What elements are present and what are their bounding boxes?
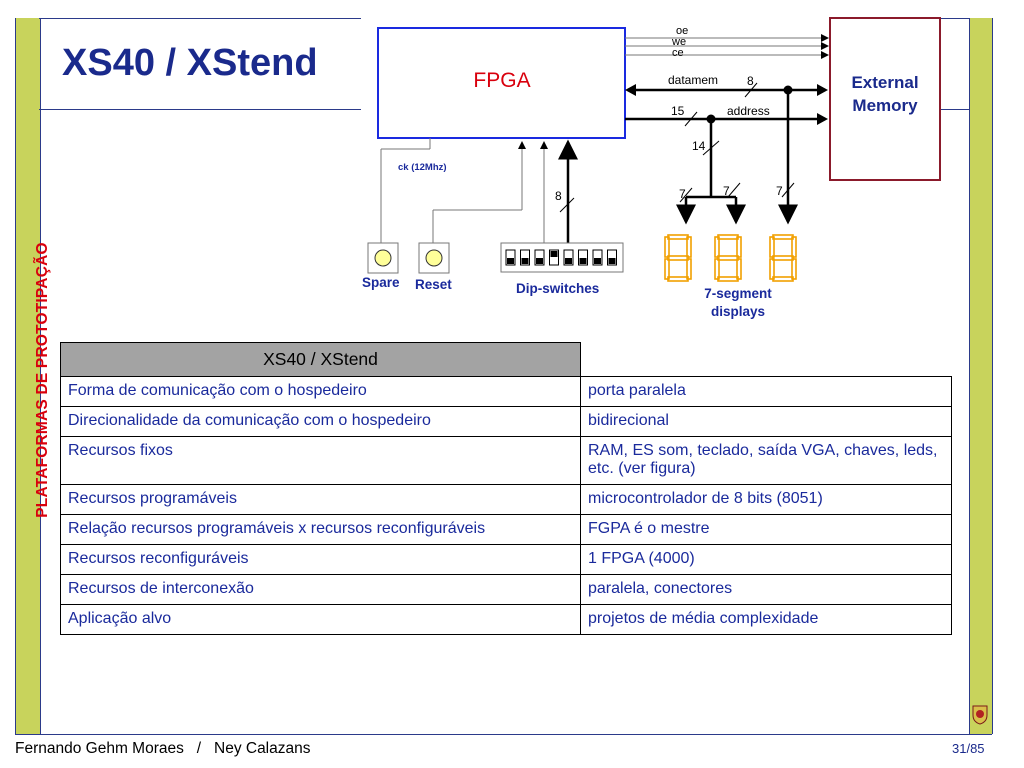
university-crest-icon <box>972 705 988 725</box>
ce-label: ce <box>672 47 684 59</box>
address-width: 15 <box>671 104 685 118</box>
dip-switches <box>500 242 624 273</box>
dip-switch-knob <box>579 258 587 264</box>
block-diagram: FPGA External Memory oe we ce datamem 8 … <box>362 17 941 319</box>
row-label: Recursos programáveis <box>60 484 581 515</box>
dip-switch-knob <box>594 258 601 264</box>
row-label: Aplicação alvo <box>60 604 581 635</box>
dip-switch-knob <box>550 251 558 257</box>
segment-label-line2: displays <box>711 304 765 319</box>
row-value: 1 FPGA (4000) <box>580 544 952 575</box>
title-rule-left <box>39 109 361 110</box>
row-label: Recursos fixos <box>60 436 581 485</box>
segment-label-line1: 7-segment <box>704 286 772 301</box>
datamem-width: 8 <box>747 74 754 88</box>
fpga-label: FPGA <box>473 69 530 92</box>
dip-switch-knob <box>608 258 616 264</box>
dip-switch-knob <box>565 258 572 264</box>
row-label: Recursos de interconexão <box>60 574 581 605</box>
seven-segment-digit <box>714 234 742 282</box>
memory-box <box>829 17 941 181</box>
page-number: 31/85 <box>952 741 985 756</box>
top-rule-right <box>940 18 969 19</box>
dip-switch-cell <box>607 249 617 266</box>
row-value: FGPA é o mestre <box>580 514 952 545</box>
seg1-width: 7 <box>679 187 686 201</box>
dip-switch-cell <box>578 249 588 266</box>
dip-switch-cell <box>549 249 559 266</box>
dip-switch-knob <box>536 258 543 264</box>
table-header-row: XS40 / XStend <box>60 342 952 377</box>
row-value: porta paralela <box>580 376 952 407</box>
row-label: Forma de comunicação com o hospedeiro <box>60 376 581 407</box>
row-value: microcontrolador de 8 bits (8051) <box>580 484 952 515</box>
seg3-width: 7 <box>776 184 783 198</box>
dip-switch-knob <box>521 258 529 264</box>
row-label: Relação recursos programáveis x recursos… <box>60 514 581 545</box>
seven-segment-digit <box>769 234 797 282</box>
dip-label: Dip-switches <box>516 281 599 296</box>
fpga-box <box>377 27 626 139</box>
dip-switch-cell <box>520 249 530 266</box>
side-section-label: PLATAFORMAS DE PROTOTIPAÇÃO <box>34 242 51 518</box>
dip-width: 8 <box>555 189 562 203</box>
we-label: we <box>671 36 686 48</box>
memory-label-line2: Memory <box>852 96 918 115</box>
specs-table: XS40 / XStend Forma de comunicação com o… <box>60 342 952 635</box>
row-label: Recursos reconfiguráveis <box>60 544 581 575</box>
row-value: paralela, conectores <box>580 574 952 605</box>
oe-label: oe <box>676 25 688 37</box>
row-label: Direcionalidade da comunicação com o hos… <box>60 406 581 437</box>
table-header: XS40 / XStend <box>60 342 581 377</box>
dip-switch-cell <box>534 249 545 266</box>
datamem-label: datamem <box>668 73 718 87</box>
row-value: RAM, ES som, teclado, saída VGA, chaves,… <box>580 436 952 485</box>
spare-label: Spare <box>362 275 400 290</box>
footer-authors: Fernando Gehm Moraes / Ney Calazans <box>15 740 311 757</box>
dip-switch-cell <box>563 249 574 266</box>
seven-segment-digit <box>664 234 692 282</box>
dip-switch-cell <box>592 249 603 266</box>
table-row: Relação recursos programáveis x recursos… <box>60 514 952 545</box>
left-side-band: PLATAFORMAS DE PROTOTIPAÇÃO <box>15 18 51 734</box>
right-side-band <box>969 18 993 734</box>
seven-segment-displays <box>664 234 797 282</box>
dip-switch-cell <box>505 249 516 266</box>
dip-switch-knob <box>507 258 514 264</box>
reset-label: Reset <box>415 277 452 292</box>
slide-title: XS40 / XStend <box>62 42 318 84</box>
row-value: bidirecional <box>580 406 952 437</box>
memory-label-line1: External <box>851 73 918 92</box>
seg2-width: 7 <box>723 184 730 198</box>
row-value: projetos de média complexidade <box>580 604 952 635</box>
table-header-blank <box>580 342 952 377</box>
clock-label: ck (12Mhz) <box>398 162 447 173</box>
title-rule-right <box>940 109 969 110</box>
address-branch-width: 14 <box>692 139 706 153</box>
top-rule-left <box>39 18 361 19</box>
table-row: Direcionalidade da comunicação com o hos… <box>60 406 952 437</box>
address-label: address <box>727 104 770 118</box>
bottom-rule <box>15 734 992 735</box>
